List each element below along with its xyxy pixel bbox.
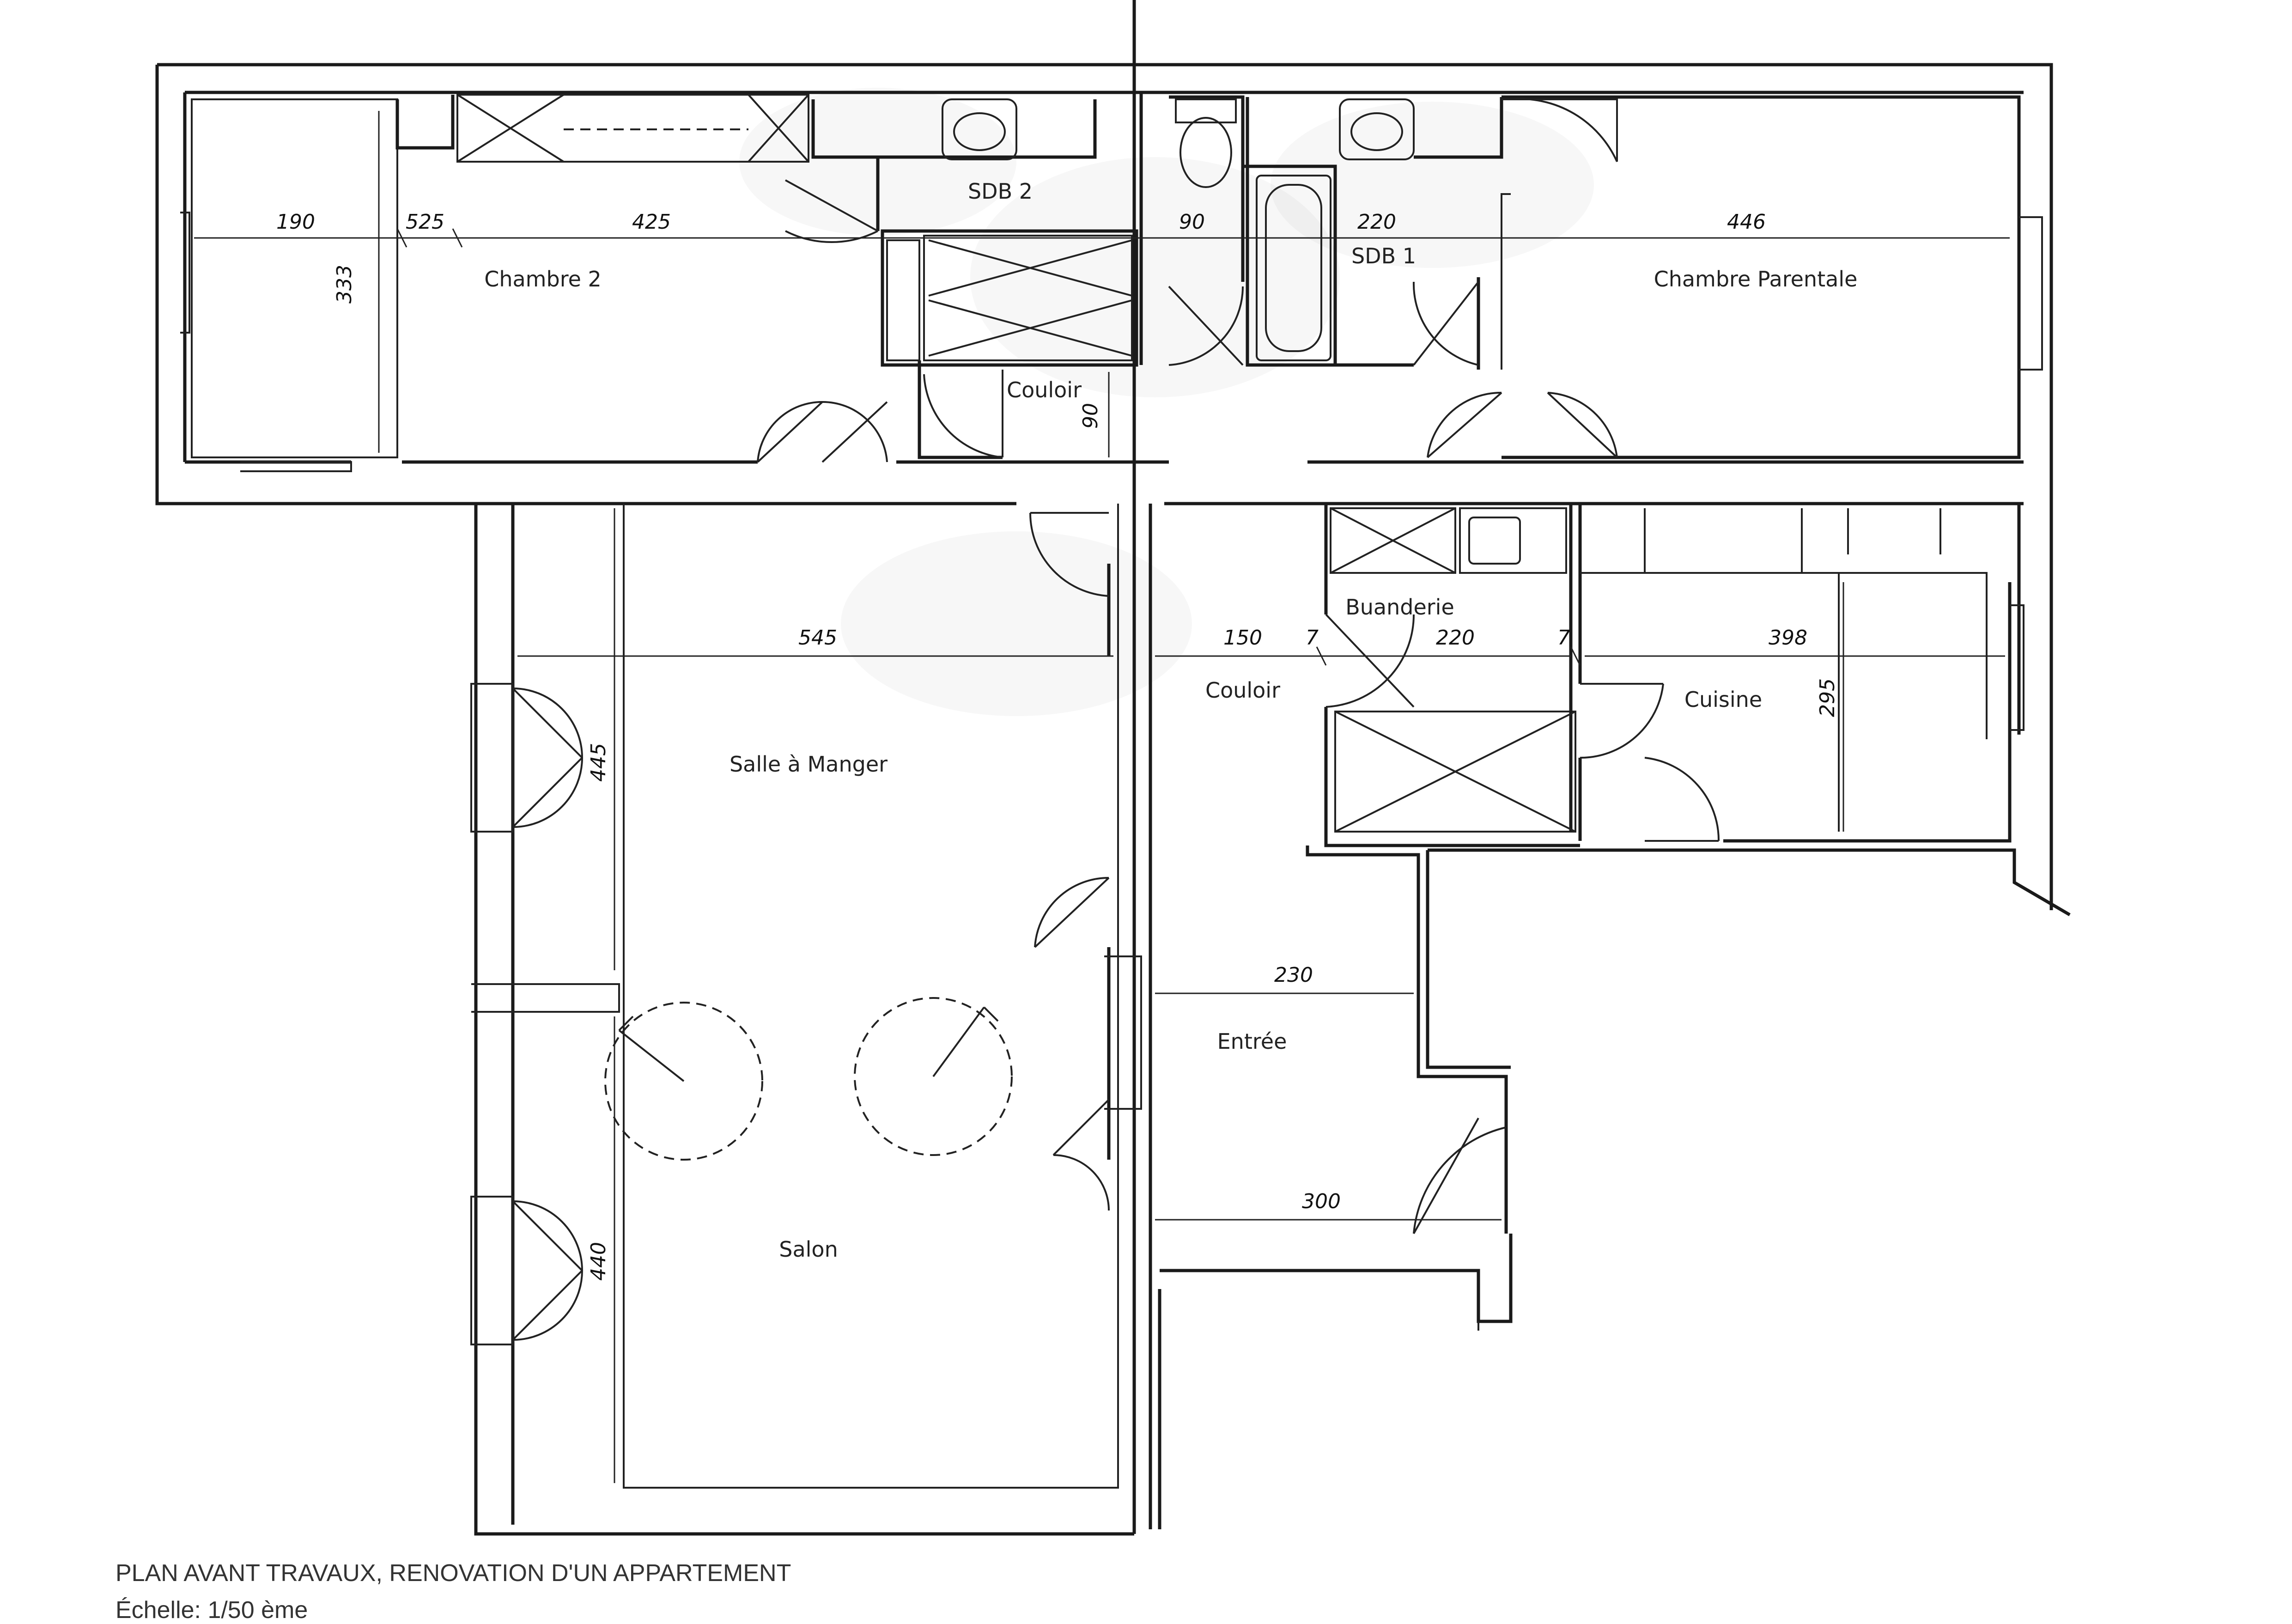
room-label-chambre-2: Chambre 2 bbox=[484, 267, 602, 292]
dim-label-525: 525 bbox=[406, 210, 444, 234]
room-label-salon: Salon bbox=[779, 1237, 838, 1262]
dim-label-300: 300 bbox=[1302, 1190, 1341, 1213]
room-label-entree: Entrée bbox=[1217, 1029, 1287, 1054]
plan-caption-scale: Échelle: 1/50 ème bbox=[116, 1597, 308, 1624]
dim-label-220b: 220 bbox=[1436, 626, 1475, 650]
dim-label-425: 425 bbox=[632, 210, 671, 234]
dim-label-333: 333 bbox=[333, 265, 356, 304]
room-label-buanderie: Buanderie bbox=[1345, 595, 1454, 620]
doors bbox=[180, 98, 2043, 1345]
dim-label-545: 545 bbox=[798, 626, 837, 650]
room-label-couloir-nord: Couloir bbox=[1007, 377, 1082, 402]
dim-label-90b: 90 bbox=[1079, 403, 1102, 429]
room-label-couloir-centre: Couloir bbox=[1205, 678, 1280, 703]
dim-label-150: 150 bbox=[1223, 626, 1262, 650]
room-label-salle-a-manger: Salle à Manger bbox=[730, 752, 888, 777]
dim-label-220a: 220 bbox=[1357, 210, 1396, 234]
room-label-sdb-2: SDB 2 bbox=[968, 179, 1033, 204]
room-label-chambre-parentale: Chambre Parentale bbox=[1654, 267, 1858, 292]
room-label-cuisine: Cuisine bbox=[1684, 687, 1762, 712]
dim-label-440: 440 bbox=[587, 1242, 610, 1281]
fixtures bbox=[456, 94, 1941, 833]
dim-label-445: 445 bbox=[587, 743, 610, 782]
room-label-sdb-1: SDB 1 bbox=[1351, 243, 1416, 268]
dimension-lines bbox=[194, 111, 2010, 1483]
dim-label-190: 190 bbox=[276, 210, 315, 234]
plan-caption-title: PLAN AVANT TRAVAUX, RENOVATION D'UN APPA… bbox=[116, 1560, 791, 1587]
dim-label-230: 230 bbox=[1274, 963, 1313, 987]
room-labels: Chambre 2 SDB 2 Couloir SDB 1 Chambre Pa… bbox=[484, 179, 1857, 1262]
dim-label-295: 295 bbox=[1816, 678, 1839, 717]
dim-label-446: 446 bbox=[1727, 210, 1766, 234]
dim-label-7a: 7 bbox=[1306, 626, 1319, 650]
dim-label-7b: 7 bbox=[1557, 626, 1570, 650]
dimension-labels: 190 525 425 333 90 220 446 90 545 150 7 … bbox=[276, 210, 1839, 1281]
dim-label-90a: 90 bbox=[1179, 210, 1205, 234]
dim-label-398: 398 bbox=[1769, 626, 1807, 650]
